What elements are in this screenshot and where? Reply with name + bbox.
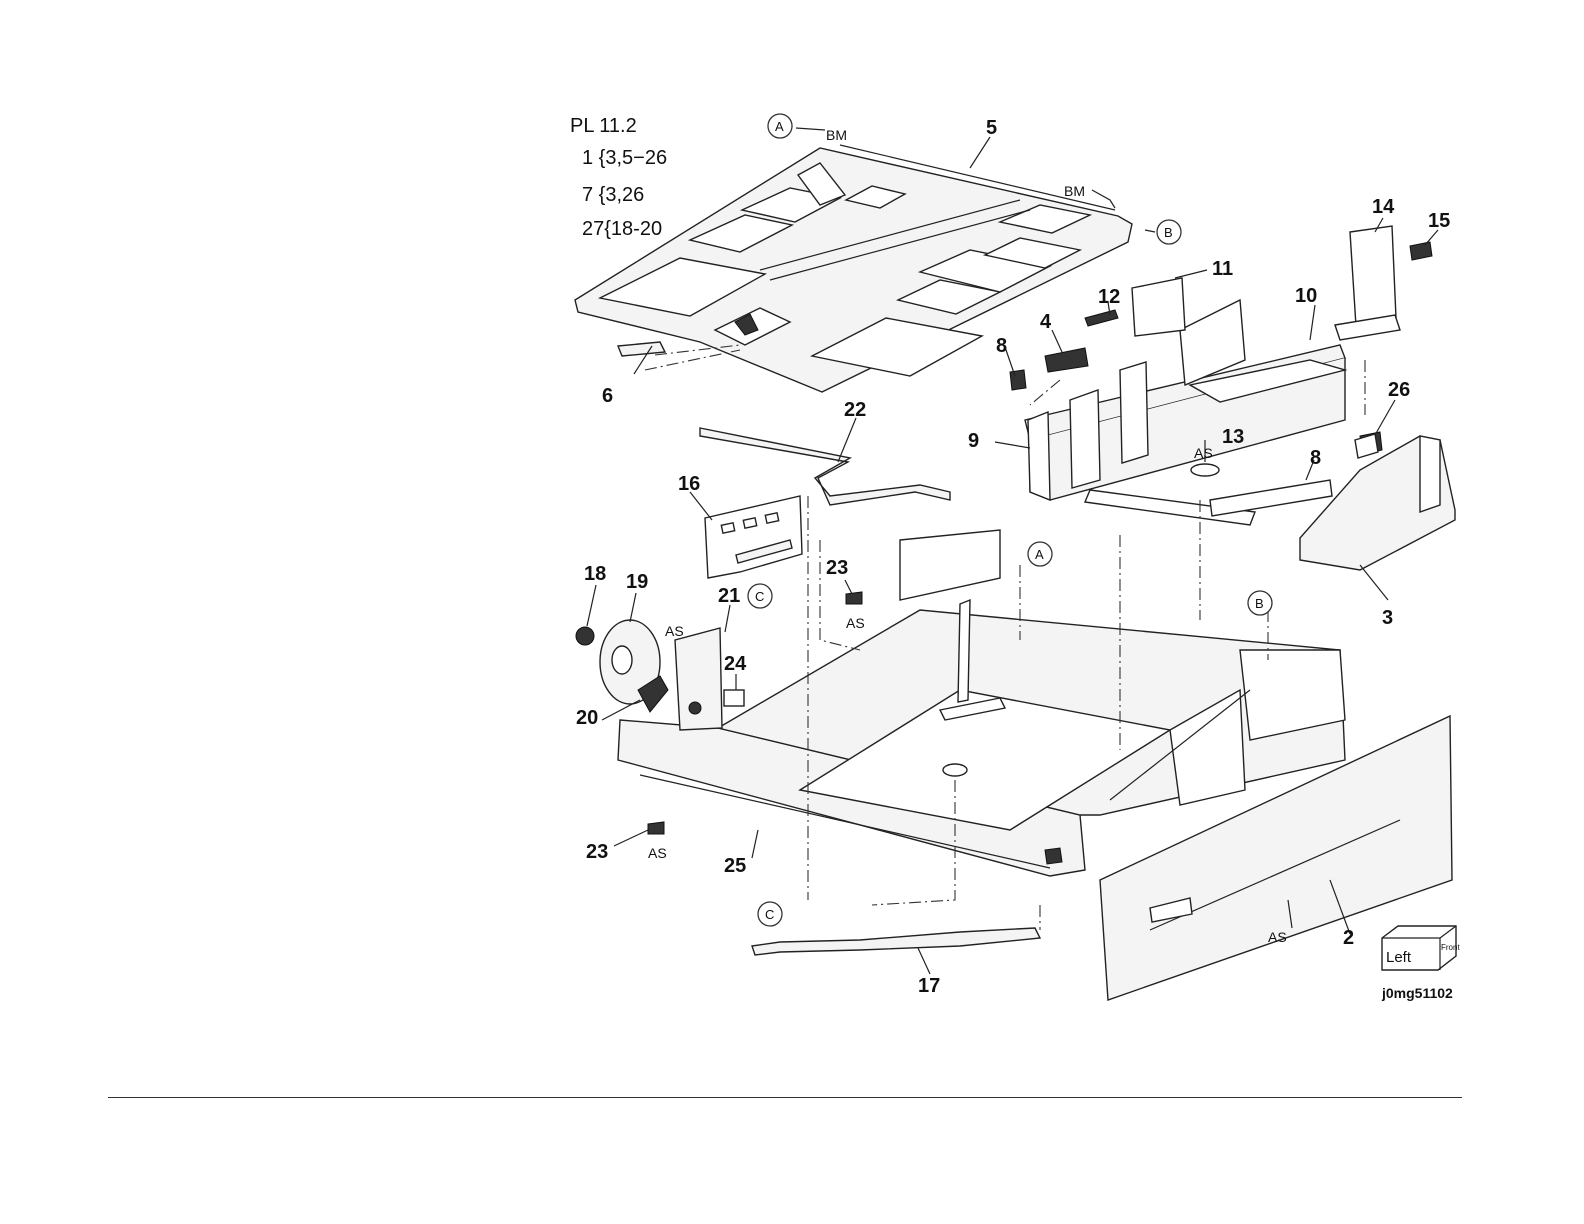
part-17-bar	[752, 928, 1040, 955]
parts-list-header: PL 11.2 1 {3,5−26 7 {3,26 27{18-20	[570, 115, 667, 240]
ref-b-top: B	[1164, 225, 1173, 240]
part-23-clip-upper	[846, 592, 862, 604]
gear-drive-assembly	[576, 620, 744, 730]
ref-c-bar: C	[765, 907, 774, 922]
part-16-plate	[705, 496, 802, 578]
callout-17: 17	[918, 975, 940, 997]
part-26	[1355, 434, 1378, 458]
tag-as-23-upper: AS	[846, 615, 865, 631]
callout-5: 5	[986, 117, 997, 139]
header-line-2: 7 {3,26	[582, 184, 644, 206]
orientation-cube-icon: Left Front	[1382, 926, 1460, 970]
callout-21: 21	[718, 585, 740, 607]
callout-23-lower: 23	[586, 841, 608, 863]
part-23-clip-lower	[648, 822, 664, 834]
callout-18: 18	[584, 563, 606, 585]
tag-as-2: AS	[1268, 929, 1287, 945]
footer-rule	[108, 1097, 1462, 1098]
callout-11: 11	[1212, 258, 1233, 280]
ref-a-top: A	[775, 119, 784, 134]
callout-12: 12	[1098, 286, 1120, 308]
tag-bm-right: BM	[1064, 183, 1085, 199]
plate-number: PL 11.2	[570, 115, 637, 137]
callout-19: 19	[626, 571, 648, 593]
callout-14: 14	[1372, 196, 1395, 218]
tag-as-13: AS	[1194, 445, 1213, 461]
orientation-front-label: Front	[1441, 943, 1460, 952]
callout-16: 16	[678, 473, 700, 495]
part-22-rod	[700, 428, 950, 505]
header-line-1: 1 {3,5−26	[582, 147, 667, 169]
part-3-bracket	[1210, 432, 1455, 570]
callout-25: 25	[724, 855, 746, 877]
callout-8-lower: 8	[1310, 447, 1321, 469]
callout-26: 26	[1388, 379, 1410, 401]
ref-b-tray: B	[1255, 596, 1264, 611]
callout-6: 6	[602, 385, 613, 407]
tag-as-21: AS	[665, 623, 684, 639]
part-6-strip	[618, 342, 665, 356]
callout-2: 2	[1343, 927, 1354, 949]
callout-9: 9	[968, 430, 979, 452]
orientation-left-label: Left	[1386, 949, 1412, 966]
ref-c-plate: C	[755, 589, 764, 604]
callout-3: 3	[1382, 607, 1393, 629]
callout-15: 15	[1428, 210, 1450, 232]
callout-23-upper: 23	[826, 557, 848, 579]
figure-id: j0mg51102	[1381, 985, 1453, 1001]
callout-4: 4	[1040, 311, 1052, 333]
callout-20: 20	[576, 707, 598, 729]
header-line-3: 27{18-20	[582, 218, 662, 240]
callout-10: 10	[1295, 285, 1317, 307]
callout-24: 24	[724, 653, 747, 675]
callout-8-upper: 8	[996, 335, 1007, 357]
callout-22: 22	[844, 399, 866, 421]
tag-as-23-lower: AS	[648, 845, 667, 861]
callout-13: 13	[1222, 426, 1244, 448]
ref-a-tray: A	[1035, 547, 1044, 562]
tag-bm-left: BM	[826, 127, 847, 143]
